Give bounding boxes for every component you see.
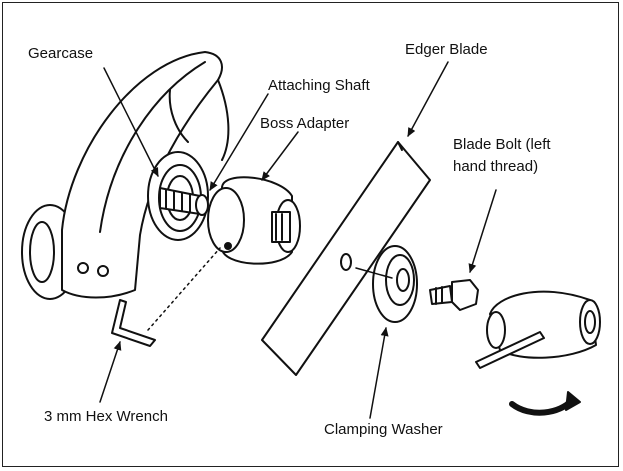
label-boss-adapter: Boss Adapter [260, 115, 350, 132]
boss-adapter-part [207, 176, 301, 265]
label-attaching-shaft: Attaching Shaft [268, 77, 370, 94]
label-edger-blade: Edger Blade [405, 41, 488, 58]
hex-wrench-part [111, 247, 221, 347]
label-blade-bolt-line2: hand thread) [453, 158, 539, 175]
label-blade-bolt-line1: Blade Bolt (left [453, 136, 551, 153]
leader-lines [99, 61, 497, 419]
label-hex-wrench: 3 mm Hex Wrench [44, 408, 168, 425]
socket-wrench-part [475, 290, 601, 416]
label-clamping-washer: Clamping Washer [324, 421, 443, 438]
attaching-shaft-part [159, 187, 209, 216]
clamping-washer-part [355, 245, 418, 323]
label-gearcase: Gearcase [28, 45, 94, 62]
diagram-frame [2, 2, 619, 467]
edger-blade-part [261, 141, 431, 376]
blade-bolt-part [429, 279, 479, 311]
gearcase-part [21, 51, 230, 300]
